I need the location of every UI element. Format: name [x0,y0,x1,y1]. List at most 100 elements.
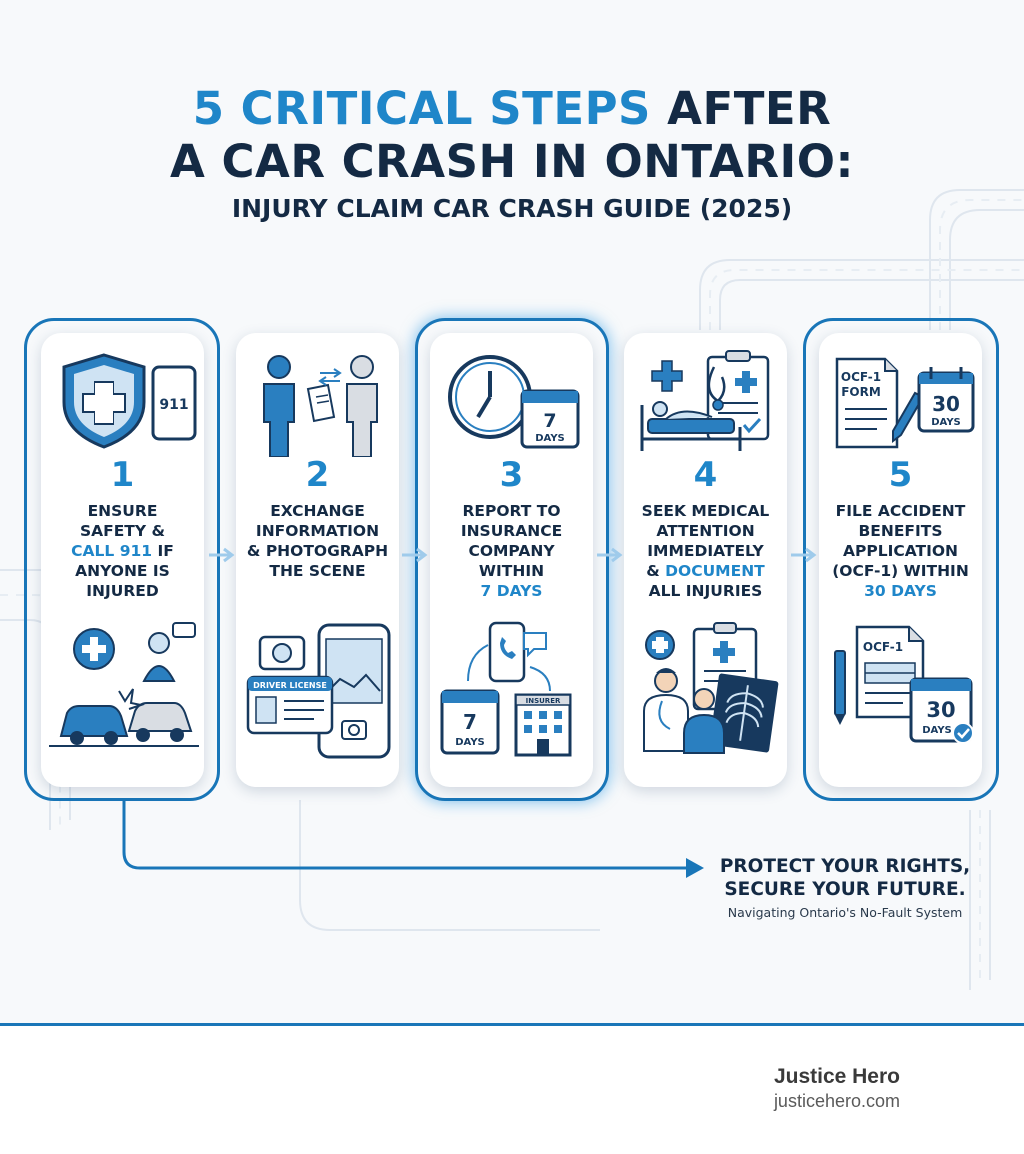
step-text-part: THE SCENE [269,562,366,580]
step-number: 1 [110,455,135,495]
step-text-line: ATTENTION [624,521,787,541]
step-text-part: IF [152,542,174,560]
clock-calendar-icon: 7 DAYS [448,355,580,449]
step-text: EXCHANGE INFORMATION & PHOTOGRAPH THE SCENE [236,501,399,581]
driver-license-text: DRIVER LICENSE [253,681,327,690]
step-text-part: IMMEDIATELY [647,542,764,560]
step-number: 5 [888,455,913,495]
tagline-line2: SECURE YOUR FUTURE. [724,879,966,900]
hospital-bed-icon [640,350,770,451]
page-subtitle: INJURY CLAIM CAR CRASH GUIDE (2025) [231,194,793,223]
arrow-right-icon [402,547,428,563]
doctor-xray-icon [643,622,779,754]
step-text-part: BENEFITS [858,522,943,540]
step-text-line: APPLICATION [819,541,982,561]
step-text-highlight: DOCUMENT [665,562,765,580]
car-collision-icon [49,622,199,747]
brand-name: Justice Hero [773,1065,900,1088]
arrow-right-icon [791,547,817,563]
step-1-frame [24,318,220,801]
step-text-part: & PHOTOGRAPH [246,542,389,560]
step-text-part: WITHIN [478,562,545,580]
step-text-line: SEEK MEDICAL [624,501,787,521]
step-text-line: & PHOTOGRAPH [236,541,399,561]
step-text-part: COMPANY [468,542,555,560]
step-text-line: INJURED [41,581,204,601]
step-5-frame [803,318,999,801]
step-text-highlight: CALL 911 [71,542,153,560]
page-title: 5 CRITICAL STEPS AFTER [0,82,1024,135]
step-text-line: REPORT TO [430,501,593,521]
title-accent: 5 CRITICAL STEPS [192,82,651,135]
arrow-right-icon [597,547,623,563]
step-text-line: WITHIN [430,561,593,581]
tagline-subtext: Navigating Ontario's No-Fault System [727,905,963,920]
ocf1-text: OCF-1 [863,640,903,654]
step-text-highlight: 7 DAYS [480,582,543,600]
calendar-days-text: DAYS [922,725,952,736]
page-title-line2: A CAR CRASH IN ONTARIO: [169,135,855,188]
step-text-line: 7 DAYS [430,581,593,601]
step-text-line: ALL INJURIES [624,581,787,601]
form-text: FORM [841,385,881,399]
calendar-7-text: 7 [543,410,556,432]
brand-url[interactable]: justicehero.com [773,1091,900,1111]
arrow-right-icon [209,547,235,563]
step-text-part: SEEK MEDICAL [641,502,770,520]
ocf1-calendar-icon: OCF-1 30 DAYS [834,625,974,744]
license-camera-icon: DRIVER LICENSE [246,623,391,759]
step-text-line: (OCF-1) WITHIN [819,561,982,581]
step-number: 3 [499,455,524,495]
calendar-7-text: 7 [463,710,477,734]
shield-medical-icon: 911 [62,353,197,449]
phone-insurer-icon: 7 DAYS INSURER [440,621,572,757]
step-number: 2 [305,455,330,495]
step-text-line: FILE ACCIDENT [819,501,982,521]
calendar-days-text: DAYS [455,737,485,748]
step-text-part: APPLICATION [842,542,959,560]
step-text-part: INJURED [86,582,159,600]
step-text-line: CALL 911 IF [41,541,204,561]
step-text-part: INFORMATION [255,522,380,540]
step-text-line: EXCHANGE [236,501,399,521]
step-text-part: & [646,562,666,580]
step-text-part: ANYONE IS [75,562,170,580]
911-text: 911 [159,397,188,413]
step-text-part: ENSURE [87,502,158,520]
calendar-days-text: DAYS [931,417,961,428]
tagline-line1: PROTECT YOUR RIGHTS, [719,856,971,877]
tagline: PROTECT YOUR RIGHTS, SECURE YOUR FUTURE. [700,855,990,901]
connector-line [122,800,704,878]
footer-divider [0,1023,1024,1026]
step-3-frame [415,318,609,801]
ocf1-text: OCF-1 [841,370,881,384]
step-text-line: COMPANY [430,541,593,561]
step-number: 4 [693,455,718,495]
step-text-part: EXCHANGE [270,502,365,520]
calendar-days-text: DAYS [535,433,565,444]
calendar-30-text: 30 [926,698,955,722]
header: 5 CRITICAL STEPS AFTER A CAR CRASH IN ON… [0,82,1024,223]
step-text-part: FILE ACCIDENT [835,502,966,520]
insurer-text: INSURER [526,697,561,705]
step-card-2: 2 EXCHANGE INFORMATION & PHOTOGRAPH THE SCE… [236,333,399,787]
step-text-line: & DOCUMENT [624,561,787,581]
step-text: FILE ACCIDENT BENEFITS APPLICATION(OCF-1) … [819,501,982,601]
step-text-line: INSURANCE [430,521,593,541]
step-text-line: INFORMATION [236,521,399,541]
title-rest: AFTER [650,82,832,135]
step-text-part: REPORT TO [462,502,561,520]
step-text-highlight: 30 DAYS [864,582,937,600]
step-text-part: ALL INJURIES [648,582,763,600]
background-road-lines [0,189,1024,990]
footer [0,1026,1024,1154]
step-text-line: ENSURE [41,501,204,521]
step-text-part: ATTENTION [656,522,755,540]
